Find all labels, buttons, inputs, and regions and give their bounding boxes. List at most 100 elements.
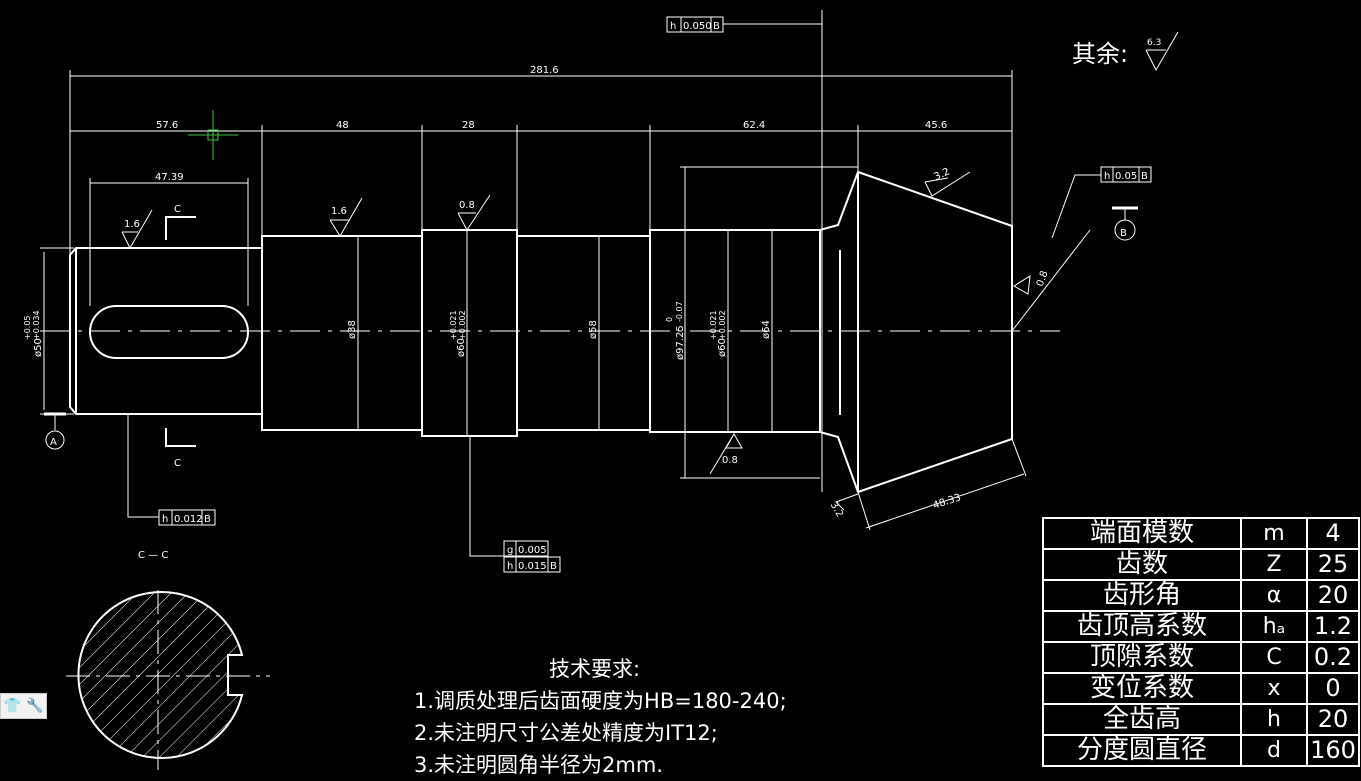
svg-text:1.6: 1.6	[124, 219, 140, 230]
table-row: 顶隙系数 C 0.2	[1042, 641, 1360, 674]
table-row: 齿顶高系数 hₐ 1.2	[1042, 610, 1360, 643]
extension-lines	[69, 70, 1013, 306]
cursor-crosshair	[188, 110, 238, 160]
tol-left-val: 0.012	[174, 514, 203, 525]
svg-text:3.2: 3.2	[828, 500, 845, 519]
diameter-labels: ø50 +0.05 +0.034 ø38 ø60 +0.021 +0.002 ø…	[23, 301, 772, 360]
tech-item-3: 3.未注明圆角半径为2mm.	[414, 753, 663, 777]
tolerance-frame-cone	[1011, 166, 1152, 332]
svg-text:ø38: ø38	[347, 320, 358, 339]
svg-text:6.3: 6.3	[1147, 38, 1161, 48]
tol-left-ref: B	[204, 514, 211, 525]
svg-text:+0.002: +0.002	[718, 310, 727, 340]
param-symbol: α	[1240, 579, 1308, 612]
section-title: C — C	[138, 550, 168, 561]
tolerance-frame-left	[127, 414, 216, 526]
param-value: 0	[1306, 672, 1360, 705]
gear-parameter-table: 端面模数 m 4 齿数 Z 25 齿形角 α 20 齿顶高系数 hₐ 1.2 顶…	[1042, 517, 1360, 767]
param-value: 1.2	[1306, 610, 1360, 643]
svg-text:ø60: ø60	[717, 338, 728, 357]
tol-top-ref: B	[713, 21, 720, 32]
dim-seg1: 57.6	[156, 120, 178, 131]
table-row: 全齿高 h 20	[1042, 703, 1360, 736]
dimension-lines	[70, 75, 1027, 531]
dim-cone: 48.33	[932, 492, 963, 511]
tolerance-frame-top	[666, 16, 822, 33]
diameter-lines	[40, 10, 858, 492]
dim-overall: 281.6	[530, 65, 559, 76]
svg-text:0.8: 0.8	[722, 455, 738, 466]
table-row: 分度圆直径 d 160	[1042, 734, 1360, 767]
param-symbol: Z	[1240, 548, 1308, 581]
tol-mid-val1: 0.005	[518, 545, 547, 556]
table-row: 端面模数 m 4	[1042, 517, 1360, 550]
keyway-slot	[89, 305, 249, 359]
tol-mid-ref2: B	[550, 561, 557, 572]
dim-seg5: 45.6	[925, 120, 947, 131]
svg-text:+0.021: +0.021	[709, 310, 718, 340]
svg-text:1.6: 1.6	[331, 206, 347, 217]
param-value: 4	[1306, 517, 1360, 550]
dim-keyway: 47.39	[155, 172, 184, 183]
svg-text:+0.002: +0.002	[458, 310, 467, 340]
tol-top-sym: h	[670, 21, 676, 32]
shaft-outline	[69, 171, 1013, 493]
param-value: 20	[1306, 703, 1360, 736]
section-marker-top: C	[174, 204, 181, 215]
tol-top-val: 0.050	[683, 21, 712, 32]
param-value: 25	[1306, 548, 1360, 581]
param-name: 分度圆直径	[1042, 734, 1242, 767]
param-symbol: C	[1240, 641, 1308, 674]
table-row: 齿数 Z 25	[1042, 548, 1360, 581]
section-view	[66, 590, 270, 770]
svg-text:ø60: ø60	[456, 338, 467, 357]
svg-text:ø97.25: ø97.25	[675, 325, 686, 360]
roughness-symbols	[121, 31, 1179, 511]
param-name: 全齿高	[1042, 703, 1242, 736]
tol-cone-sym: h	[1104, 171, 1110, 182]
dim-seg2: 48	[336, 120, 349, 131]
dim-seg3: 28	[462, 120, 475, 131]
svg-text:+0.034: +0.034	[32, 310, 41, 340]
tech-requirements: 技术要求: 1.调质处理后齿面硬度为HB=180-240; 2.未注明尺寸公差处…	[414, 653, 787, 781]
param-name: 齿数	[1042, 548, 1242, 581]
tol-cone-ref: B	[1141, 171, 1148, 182]
tech-title: 技术要求:	[549, 657, 641, 681]
table-row: 齿形角 α 20	[1042, 579, 1360, 612]
param-name: 齿顶高系数	[1042, 610, 1242, 643]
svg-text:+0.021: +0.021	[449, 310, 458, 340]
floating-toolbar: 👕 🔧	[0, 693, 47, 719]
param-name: 变位系数	[1042, 672, 1242, 705]
tol-mid-sym1: g	[507, 545, 513, 556]
svg-text:3.2: 3.2	[932, 166, 951, 183]
tol-cone-val: 0.05	[1115, 171, 1137, 182]
tolerance-frame-mid	[469, 436, 561, 573]
param-symbol: hₐ	[1240, 610, 1308, 643]
param-symbol: x	[1240, 672, 1308, 705]
svg-text:-0.07: -0.07	[675, 301, 684, 322]
tol-left-sym: h	[162, 514, 168, 525]
param-symbol: d	[1240, 734, 1308, 767]
svg-text:ø58: ø58	[588, 320, 599, 339]
param-name: 顶隙系数	[1042, 641, 1242, 674]
roughness-rest-label: 其余:	[1072, 40, 1128, 68]
shirt-icon[interactable]: 👕	[3, 698, 21, 714]
param-name: 齿形角	[1042, 579, 1242, 612]
svg-text:0: 0	[665, 317, 674, 322]
svg-text:+0.05: +0.05	[23, 315, 32, 340]
svg-text:0.8: 0.8	[1035, 269, 1051, 288]
dim-seg4: 62.4	[743, 120, 765, 131]
wrench-icon[interactable]: 🔧	[26, 698, 44, 714]
param-symbol: h	[1240, 703, 1308, 736]
svg-text:0.8: 0.8	[459, 200, 475, 211]
tech-item-1: 1.调质处理后齿面硬度为HB=180-240;	[414, 689, 787, 713]
param-value: 0.2	[1306, 641, 1360, 674]
section-marker-bottom: C	[174, 458, 181, 469]
section-markers	[165, 216, 196, 447]
tol-mid-sym2: h	[507, 561, 513, 572]
datum-b	[1112, 206, 1138, 241]
param-value: 160	[1306, 734, 1360, 767]
table-row: 变位系数 x 0	[1042, 672, 1360, 705]
param-value: 20	[1306, 579, 1360, 612]
